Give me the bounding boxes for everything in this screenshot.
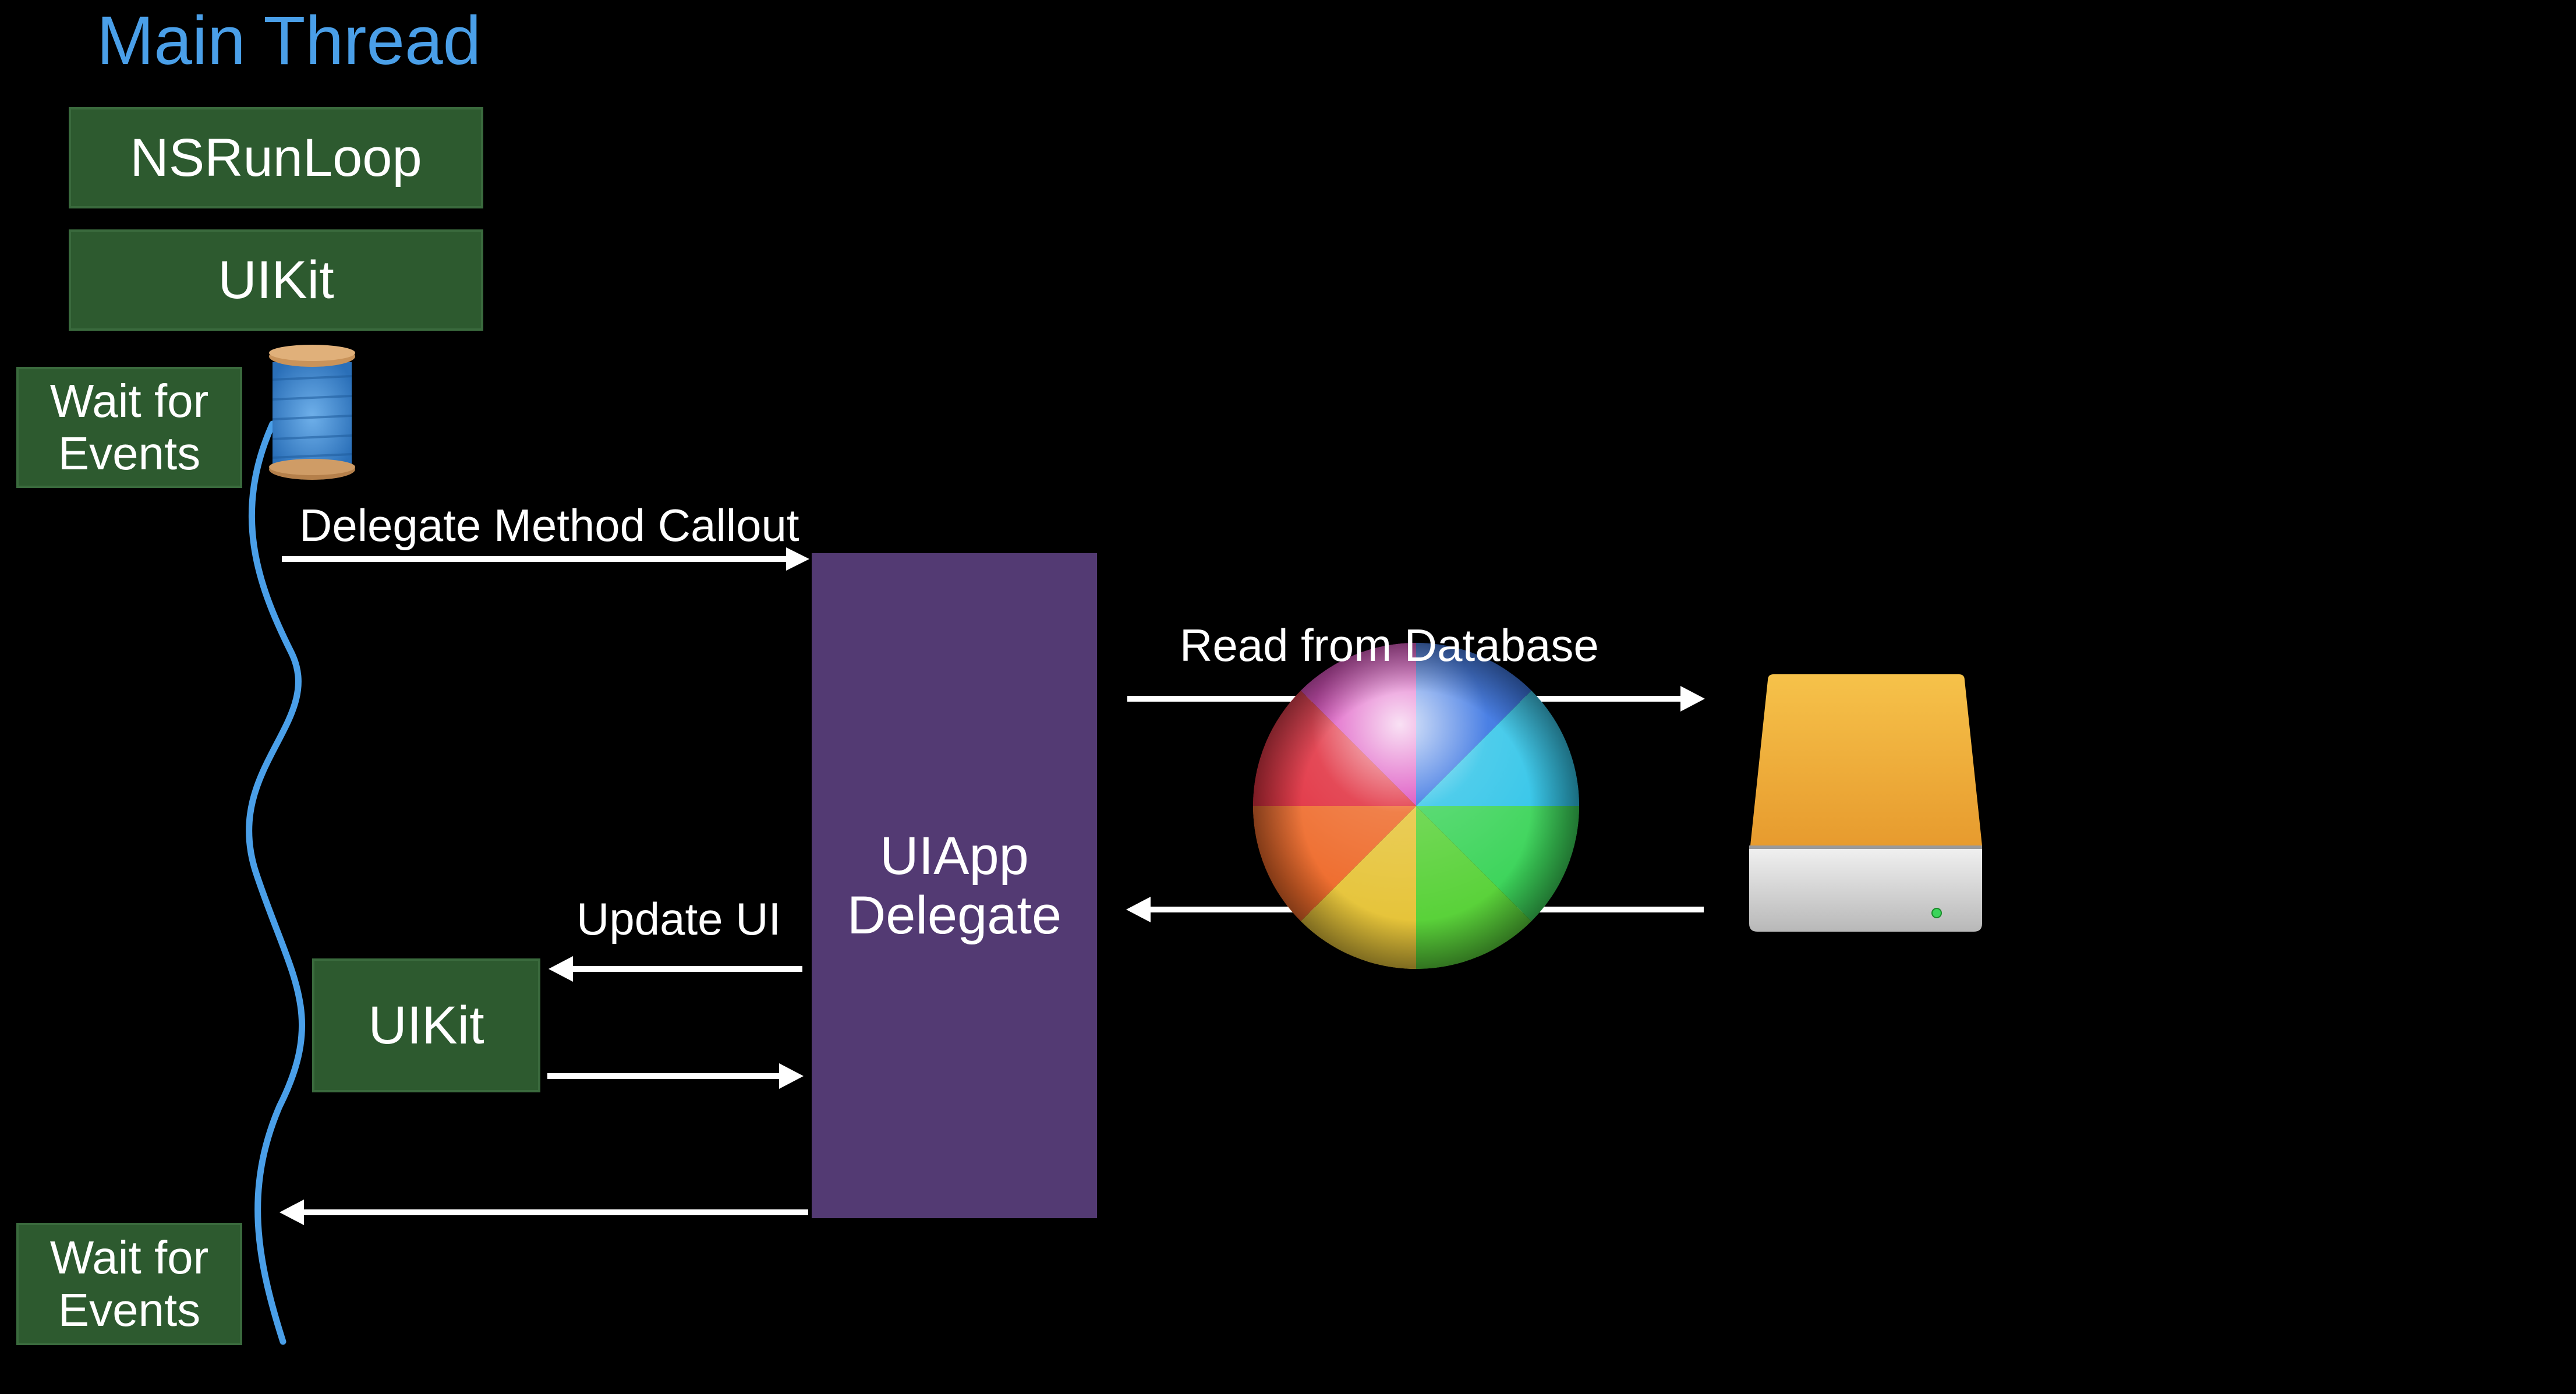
- spinning-wait-cursor-icon: [1253, 643, 1579, 969]
- diagram-title: Main Thread: [97, 2, 482, 79]
- update-ui-arrow: [549, 956, 802, 982]
- thread-spool-icon: [269, 345, 355, 480]
- wait-for-events-top-box: Wait for Events: [16, 367, 242, 488]
- delegate-callout-label: Delegate Method Callout: [299, 500, 799, 551]
- read-database-label: Read from Database: [1180, 620, 1599, 671]
- uikit-top-box: UIKit: [69, 229, 483, 331]
- uikit-return-arrow: [547, 1063, 804, 1089]
- update-ui-label: Update UI: [576, 893, 781, 944]
- wait-for-events-bottom-box: Wait for Events: [16, 1223, 242, 1345]
- delegate-callout-arrow: [282, 547, 809, 571]
- hard-drive-icon: [1749, 674, 1982, 932]
- uiapp-delegate-box: UIApp Delegate: [812, 553, 1097, 1218]
- uikit-inner-box: UIKit: [312, 958, 540, 1092]
- nsrunloop-box: NSRunLoop: [69, 107, 483, 208]
- thread-line: [246, 420, 305, 1345]
- return-to-thread-arrow: [279, 1200, 808, 1225]
